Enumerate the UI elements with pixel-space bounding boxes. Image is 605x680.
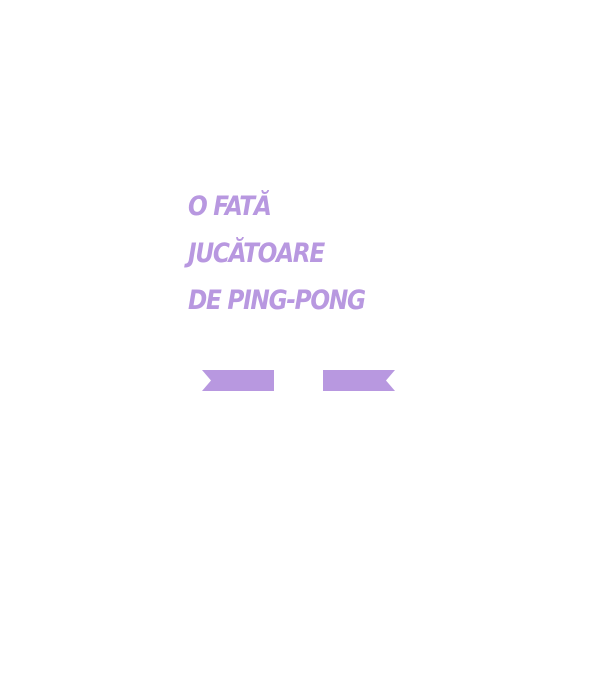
title-line-3: DE PING-PONG [188, 285, 366, 316]
title-line-1: O FATĂ [188, 191, 272, 222]
book-title: O FATĂ JUCĂTOARE DE PING-PONG [188, 183, 448, 324]
left-ribbon-icon [202, 370, 274, 391]
title-line-2: JUCĂTOARE [188, 238, 325, 269]
right-ribbon-icon [323, 370, 395, 391]
